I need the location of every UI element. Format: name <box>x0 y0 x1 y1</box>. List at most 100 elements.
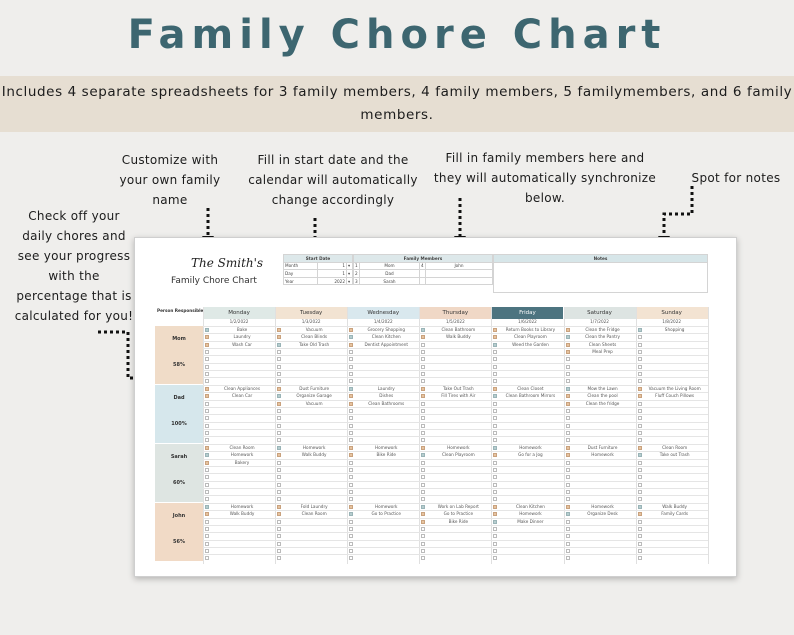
chore-checkbox[interactable] <box>421 364 426 369</box>
chevron-down-icon[interactable]: ▾ <box>346 269 353 278</box>
chore-checkbox[interactable] <box>349 430 354 435</box>
chore-checkbox[interactable] <box>421 548 426 553</box>
chore-checkbox[interactable] <box>277 497 282 502</box>
chore-checkbox[interactable] <box>565 423 570 428</box>
chore-checkbox[interactable] <box>349 371 354 376</box>
chore-checkbox[interactable] <box>205 556 209 561</box>
chore-checkbox[interactable] <box>493 401 498 406</box>
chore-checkbox[interactable] <box>421 416 426 421</box>
chore-checkbox[interactable] <box>637 342 642 347</box>
chore-checkbox[interactable] <box>205 475 209 480</box>
chore-checkbox[interactable] <box>637 519 642 524</box>
chore-checkbox[interactable] <box>349 438 354 443</box>
chore-checkbox[interactable] <box>493 342 498 347</box>
chore-cell[interactable]: Homework <box>302 445 326 450</box>
chore-checkbox[interactable] <box>205 364 209 369</box>
member-name-input[interactable] <box>425 269 493 278</box>
chore-checkbox[interactable] <box>637 505 642 509</box>
chore-cell[interactable]: Clean Blinds <box>301 334 328 340</box>
chore-checkbox[interactable] <box>637 371 642 376</box>
chore-checkbox[interactable] <box>421 349 426 354</box>
chore-cell[interactable]: Homework <box>230 452 254 458</box>
chore-checkbox[interactable] <box>421 379 426 384</box>
chore-checkbox[interactable] <box>565 387 570 391</box>
chore-cell[interactable]: Walk Buddy <box>662 504 687 509</box>
chore-checkbox[interactable] <box>349 453 354 458</box>
chore-checkbox[interactable] <box>637 438 642 443</box>
chore-cell[interactable]: Bike Ride <box>448 518 469 524</box>
chore-cell[interactable]: Dentist Appointment <box>364 341 409 347</box>
chore-checkbox[interactable] <box>493 371 498 376</box>
chore-checkbox[interactable] <box>565 379 570 384</box>
chore-checkbox[interactable] <box>421 387 426 391</box>
chore-checkbox[interactable] <box>421 357 426 362</box>
chore-checkbox[interactable] <box>421 453 426 458</box>
chore-cell[interactable]: Clean Appliances <box>224 386 261 391</box>
chore-checkbox[interactable] <box>277 534 282 539</box>
chore-checkbox[interactable] <box>277 526 282 531</box>
chore-checkbox[interactable] <box>277 541 282 546</box>
chore-checkbox[interactable] <box>637 482 642 487</box>
chore-checkbox[interactable] <box>205 349 209 354</box>
chore-checkbox[interactable] <box>565 482 570 487</box>
chore-cell[interactable]: Take Out Trash <box>443 386 474 391</box>
chore-checkbox[interactable] <box>493 505 498 509</box>
chore-checkbox[interactable] <box>637 401 642 406</box>
chore-checkbox[interactable] <box>421 534 426 539</box>
chore-checkbox[interactable] <box>565 394 570 399</box>
chore-cell[interactable]: Go to Practice <box>371 511 401 517</box>
chore-checkbox[interactable] <box>421 519 426 524</box>
chore-checkbox[interactable] <box>421 446 426 450</box>
chore-cell[interactable]: Dust Furniture <box>299 386 330 391</box>
chore-checkbox[interactable] <box>205 416 209 421</box>
chore-cell[interactable]: Meal Prep <box>592 348 613 354</box>
chore-checkbox[interactable] <box>349 534 354 539</box>
chore-checkbox[interactable] <box>565 519 570 524</box>
chore-checkbox[interactable] <box>493 364 498 369</box>
chore-cell[interactable]: Clean Room <box>229 445 255 450</box>
chore-checkbox[interactable] <box>349 556 354 561</box>
chore-cell[interactable]: Homework <box>230 504 254 509</box>
chore-checkbox[interactable] <box>637 446 642 450</box>
chore-cell[interactable]: Laundry <box>233 334 251 340</box>
chore-checkbox[interactable] <box>565 453 570 458</box>
chore-checkbox[interactable] <box>205 519 209 524</box>
chore-checkbox[interactable] <box>277 460 282 465</box>
chore-checkbox[interactable] <box>205 342 209 347</box>
chore-cell[interactable]: Grocery Shopping <box>367 327 405 332</box>
chore-checkbox[interactable] <box>637 548 642 553</box>
chore-checkbox[interactable] <box>277 446 282 450</box>
chore-checkbox[interactable] <box>277 556 282 561</box>
chore-checkbox[interactable] <box>205 335 209 340</box>
chore-checkbox[interactable] <box>277 408 282 413</box>
chore-checkbox[interactable] <box>421 526 426 531</box>
chore-checkbox[interactable] <box>205 467 209 472</box>
chore-cell[interactable]: Go to Practice <box>443 511 474 517</box>
chore-checkbox[interactable] <box>493 512 498 517</box>
chore-checkbox[interactable] <box>277 364 282 369</box>
chore-checkbox[interactable] <box>421 541 426 546</box>
chore-checkbox[interactable] <box>493 475 498 480</box>
chore-checkbox[interactable] <box>205 512 209 517</box>
chore-cell[interactable]: Homework <box>447 445 470 450</box>
chore-checkbox[interactable] <box>565 401 570 406</box>
chore-checkbox[interactable] <box>493 335 498 340</box>
chore-checkbox[interactable] <box>205 401 209 406</box>
family-name[interactable]: The Smith's <box>191 256 264 270</box>
chore-checkbox[interactable] <box>205 379 209 384</box>
chore-checkbox[interactable] <box>421 497 426 502</box>
chore-checkbox[interactable] <box>205 541 209 546</box>
chore-cell[interactable]: Clean Bathroom <box>441 327 476 332</box>
chore-checkbox[interactable] <box>349 497 354 502</box>
chore-checkbox[interactable] <box>493 430 498 435</box>
chore-cell[interactable]: Homework <box>519 511 542 517</box>
chore-cell[interactable]: Organize Desk <box>587 511 618 517</box>
chore-cell[interactable]: Clean Playroom <box>514 334 547 340</box>
chore-cell[interactable]: Clean the Fridge <box>585 327 620 332</box>
chore-cell[interactable]: Make Dinner <box>517 518 544 524</box>
chore-checkbox[interactable] <box>637 357 642 362</box>
chore-checkbox[interactable] <box>205 460 209 465</box>
chore-checkbox[interactable] <box>421 430 426 435</box>
chore-cell[interactable]: Clean Kitchen <box>371 334 401 340</box>
chore-checkbox[interactable] <box>277 379 282 384</box>
